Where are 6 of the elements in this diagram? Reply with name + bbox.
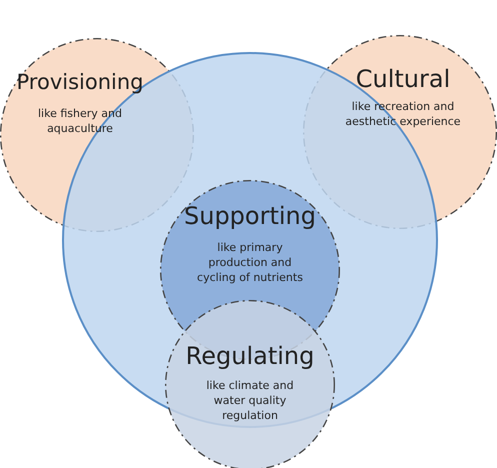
category-description: like primary production and cycling of nutrients — [196, 240, 304, 285]
category-heading: Cultural — [354, 65, 452, 93]
category-heading: Regulating — [184, 342, 316, 370]
category-heading: Supporting — [183, 202, 317, 230]
category-description: like climate and water quality regulation — [205, 378, 295, 423]
category-heading: Provisioning — [16, 70, 144, 94]
